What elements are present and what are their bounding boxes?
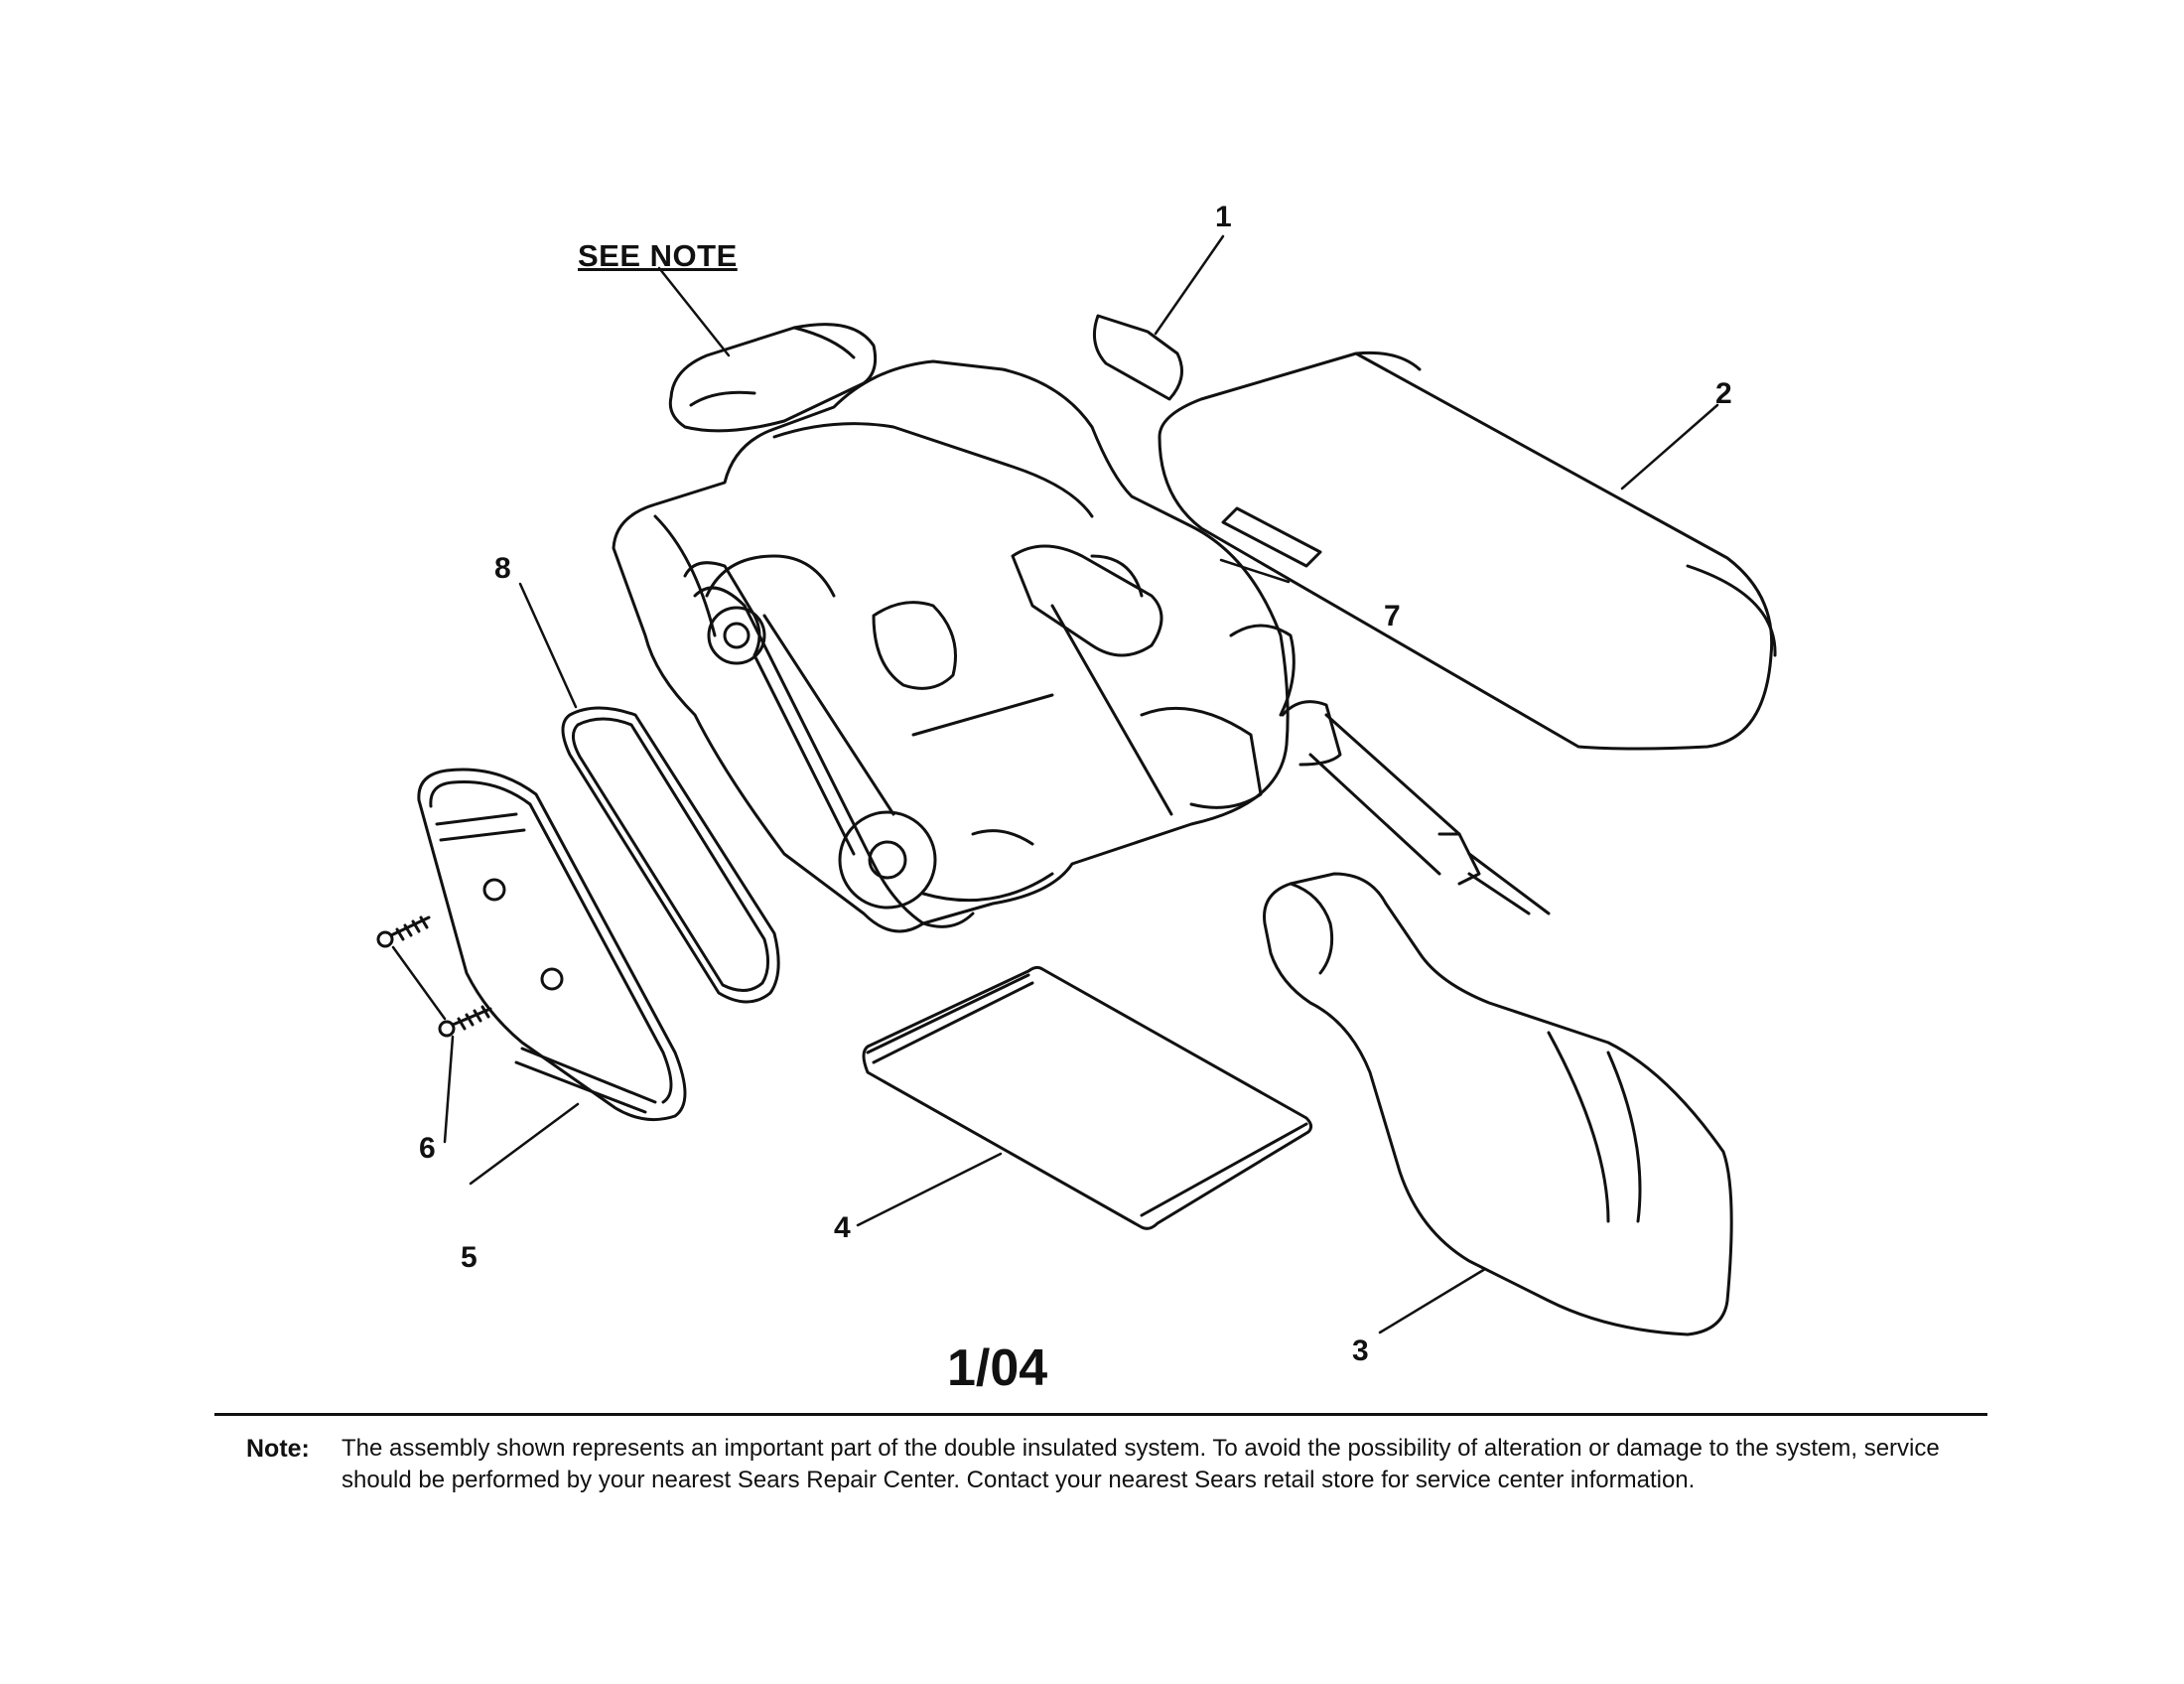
part-7-belt-label — [1221, 506, 1322, 568]
callout-3: 3 — [1352, 1334, 1369, 1367]
callout-leaders — [391, 234, 1719, 1334]
date-code: 1/04 — [947, 1339, 1048, 1397]
part-6-screws — [376, 915, 492, 1038]
part-8-drive-belt — [561, 706, 780, 1004]
sander-housing — [612, 359, 1296, 933]
part-5-belt-cover — [417, 768, 687, 1122]
callout-8: 8 — [494, 552, 511, 585]
callout-1: 1 — [1215, 201, 1232, 233]
note-text: The assembly shown represents an importa… — [341, 1435, 1940, 1493]
part-1-label-decal — [1092, 314, 1183, 401]
drive-pulley-assembly — [683, 561, 1054, 928]
callout-6: 6 — [419, 1132, 436, 1165]
part-2-sanding-belt — [1158, 351, 1777, 751]
callout-5: 5 — [461, 1241, 478, 1274]
part-3-dust-bag — [1263, 872, 1733, 1336]
part-4-platen — [862, 965, 1313, 1230]
callout-7: 7 — [1384, 600, 1401, 632]
front-handle — [668, 323, 878, 433]
power-cord — [1281, 700, 1551, 915]
callout-2: 2 — [1715, 377, 1732, 410]
divider-rule — [214, 1413, 1987, 1416]
see-note-label: SEE NOTE — [578, 238, 738, 273]
note-label: Note: — [246, 1435, 310, 1463]
callout-4: 4 — [834, 1211, 851, 1244]
